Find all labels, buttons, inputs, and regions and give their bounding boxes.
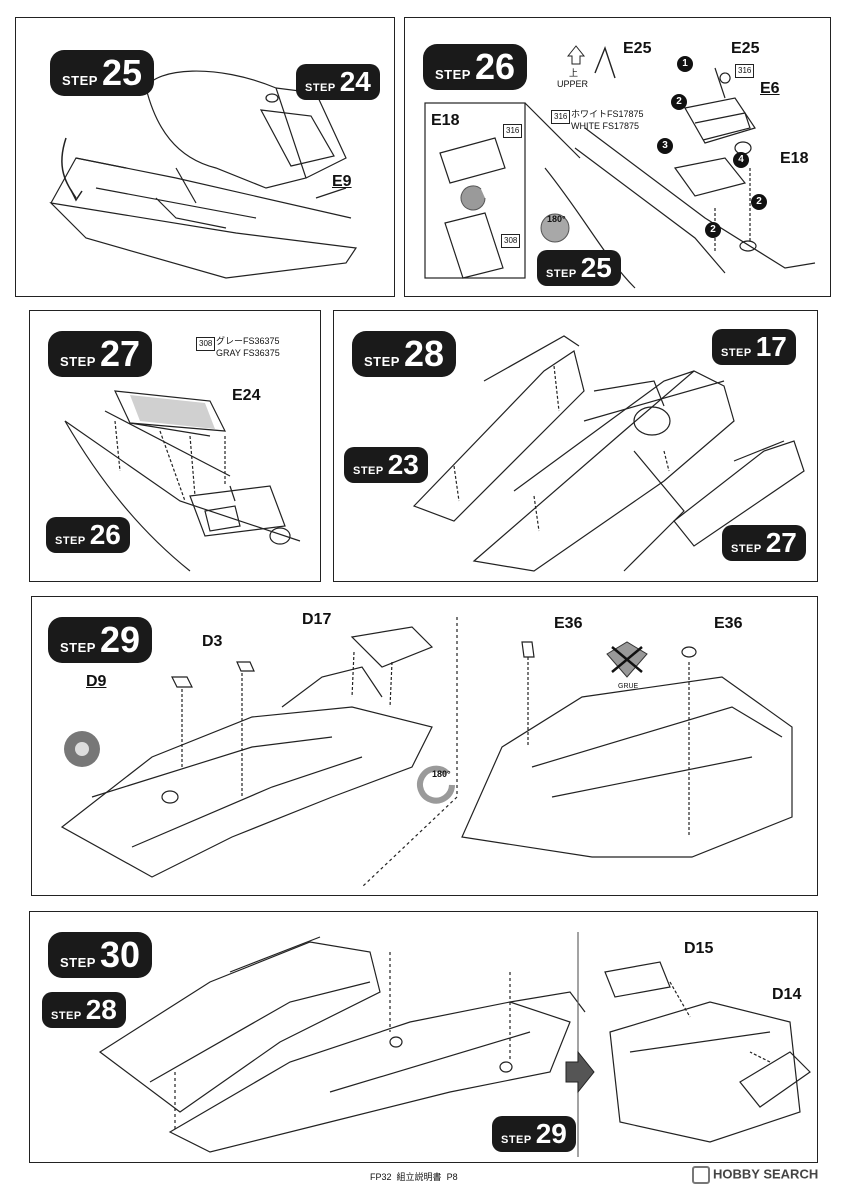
part-label-d3: D3: [202, 633, 223, 650]
step-ref-number: 23: [387, 449, 419, 480]
step-word: STEP: [55, 535, 86, 547]
step-26-illustration: [424, 45, 816, 289]
step-word: STEP: [62, 73, 98, 88]
step-word: STEP: [51, 1010, 82, 1022]
part-label-e36-right: E36: [714, 615, 743, 632]
glue-label: GRUE: [618, 683, 639, 690]
callout-2-top: 2: [671, 94, 687, 110]
step-word: STEP: [721, 347, 752, 359]
step-26-ref-badge: STEP 26: [46, 517, 130, 553]
paint-code-inset-bottom: 308: [501, 234, 521, 248]
step-29-panel: STEP 29 D3 D17 D9 E36 E36 180° GRUE: [31, 596, 818, 896]
upper-label-jp: 上: [569, 68, 579, 78]
step-27-ref-badge: STEP 27: [722, 525, 806, 561]
step-number: 29: [99, 619, 141, 660]
step-25-badge: STEP 25: [50, 50, 155, 96]
paint-code-box: 308: [196, 337, 216, 351]
part-label-e6: E6: [760, 80, 780, 97]
step-word: STEP: [546, 268, 577, 280]
part-label-e36-left: E36: [554, 615, 583, 632]
step-ref-number: 24: [339, 66, 371, 97]
paint-name-en: GRAY FS36375: [216, 348, 280, 358]
callout-1: 1: [677, 56, 693, 72]
part-label-e25-left: E25: [623, 40, 652, 57]
paint-name-en: WHITE FS17875: [571, 121, 640, 131]
step-26-badge: STEP 26: [423, 44, 528, 90]
step-word: STEP: [364, 354, 400, 369]
step-number: 27: [99, 333, 141, 374]
part-label-e24: E24: [232, 387, 261, 404]
step-ref-number: 17: [755, 331, 787, 362]
step-30-panel: STEP 30 STEP 28 STEP 29 D15 D14: [29, 911, 818, 1163]
step-28-ref-badge: STEP 28: [42, 992, 126, 1028]
step-27-badge: STEP 27: [48, 331, 153, 377]
step-28-badge: STEP 28: [352, 331, 457, 377]
step-28-illustration: [412, 335, 805, 572]
footer-page: P8: [446, 1172, 458, 1182]
paint-code-inset: 316: [503, 124, 523, 138]
step-ref-number: 26: [89, 519, 121, 550]
step-ref-number: 27: [765, 527, 797, 558]
step-25-panel: STEP 25 STEP 24 E9: [15, 17, 395, 297]
part-label-e9: E9: [332, 173, 352, 190]
footer-code: FP32: [370, 1172, 392, 1182]
step-word: STEP: [60, 640, 96, 655]
part-label-d15: D15: [684, 940, 714, 957]
step-word: STEP: [353, 465, 384, 477]
rotate-label: 180°: [432, 769, 451, 779]
step-word: STEP: [60, 955, 96, 970]
step-number: 26: [474, 46, 516, 87]
step-28-panel: STEP 28 STEP 17 STEP 23 STEP 27: [333, 310, 818, 582]
paint-name-jp: ホワイトFS17875: [571, 109, 644, 119]
step-word: STEP: [60, 354, 96, 369]
step-word: STEP: [435, 67, 471, 82]
step-number: 30: [99, 934, 141, 975]
step-26-panel: STEP 26 上 UPPER E25 E25 E6 E18 E18 316 ホ…: [404, 17, 831, 297]
step-word: STEP: [501, 1134, 532, 1146]
paint-name-jp: グレーFS36375: [216, 336, 280, 346]
part-label-d14: D14: [772, 986, 802, 1003]
step-29-illustration: [60, 617, 793, 888]
step-word: STEP: [305, 82, 336, 94]
rotate-label: 180°: [547, 214, 566, 224]
upper-label-en: UPPER: [557, 79, 589, 89]
step-27-panel: STEP 27 308 グレーFS36375 GRAY FS36375 E24 …: [29, 310, 321, 582]
part-label-d17: D17: [302, 611, 332, 628]
step-27-illustration: [64, 390, 301, 572]
step-ref-number: 29: [535, 1118, 567, 1149]
callout-4: 4: [733, 152, 749, 168]
step-ref-number: 28: [85, 994, 117, 1025]
step-30-badge: STEP 30: [48, 932, 153, 978]
part-label-e18-inset: E18: [431, 112, 460, 129]
watermark: HOBBY SEARCH: [692, 1166, 818, 1184]
part-label-e25-right: E25: [731, 40, 760, 57]
step-17-ref-badge: STEP 17: [712, 329, 796, 365]
paint-code-box: 316: [551, 110, 571, 124]
step-29-ref-badge: STEP 29: [492, 1116, 576, 1152]
step-29-badge: STEP 29: [48, 617, 153, 663]
callout-2-right: 2: [751, 194, 767, 210]
part-label-d9: D9: [86, 673, 107, 690]
watermark-text: HOBBY SEARCH: [713, 1166, 819, 1182]
watermark-logo-icon: [692, 1166, 710, 1184]
callout-2-left: 2: [705, 222, 721, 238]
step-ref-number: 25: [580, 252, 612, 283]
step-25-ref-badge: STEP 25: [537, 250, 621, 286]
step-24-ref-badge: STEP 24: [296, 64, 380, 100]
part-label-e18: E18: [780, 150, 809, 167]
step-number: 28: [403, 333, 445, 374]
step-word: STEP: [731, 543, 762, 555]
step-30-illustration: [98, 932, 811, 1157]
page-footer: FP32 組立説明書 P8: [370, 1170, 458, 1183]
footer-title: 組立説明書: [396, 1172, 442, 1182]
step-number: 25: [101, 52, 143, 93]
step-23-ref-badge: STEP 23: [344, 447, 428, 483]
paint-code-e25: 316: [735, 64, 755, 78]
callout-3: 3: [657, 138, 673, 154]
